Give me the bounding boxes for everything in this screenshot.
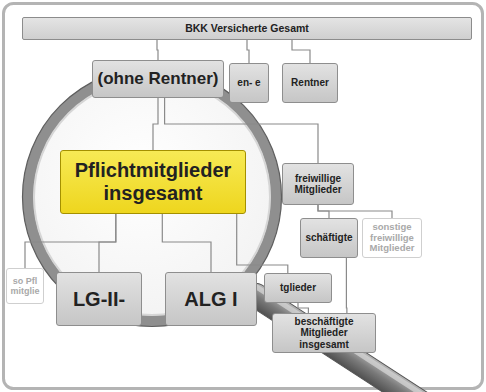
box-label: en- e — [237, 77, 260, 89]
group-box: beschäftigte Mitglieder insgesamt — [272, 313, 376, 353]
group-box: ALG I — [165, 272, 257, 326]
box-label: so Pfl mitglie — [11, 276, 40, 297]
tree-connector — [99, 214, 116, 272]
greyed-box: so Pfl mitglie — [6, 268, 44, 304]
root-bar: BKK Versicherte Gesamt — [22, 17, 472, 40]
tree-connector — [292, 40, 310, 63]
greyed-box: sonstige freiwillige Mitglieder — [362, 218, 422, 258]
box-label: Rentner — [291, 77, 329, 89]
tree-connector — [153, 98, 158, 150]
box-label: Pflichtmitglieder insgesamt — [65, 159, 241, 205]
group-box: en- e — [229, 63, 269, 103]
tree-connector — [298, 303, 308, 313]
box-label: freiwillige Mitglieder — [287, 173, 349, 196]
group-box: LG-II- — [56, 272, 142, 326]
tree-connector — [237, 214, 288, 273]
tree-connector — [346, 258, 348, 313]
frame — [4, 4, 483, 389]
group-box: (ohne Rentner) — [92, 60, 224, 98]
group-box: Rentner — [282, 63, 338, 103]
box-label: (ohne Rentner) — [98, 69, 219, 89]
lens-ring-outer — [23, 68, 282, 327]
tree-connector — [25, 214, 116, 268]
box-label: sonstige freiwillige Mitglieder — [367, 222, 417, 255]
box-label: LG-II- — [73, 288, 125, 311]
group-box: tglieder — [264, 273, 332, 303]
highlight-box: Pflichtmitglieder insgesamt — [60, 150, 246, 214]
tree-connector — [157, 40, 158, 60]
box-label: ALG I — [184, 288, 237, 311]
group-box: freiwillige Mitglieder — [282, 163, 354, 205]
tree-connector — [162, 214, 211, 272]
box-label: beschäftigte Mitglieder insgesamt — [277, 316, 371, 351]
group-box: schäftigte — [300, 218, 358, 258]
box-label: BKK Versicherte Gesamt — [185, 22, 309, 34]
box-label: tglieder — [280, 282, 316, 294]
tree-connector — [247, 40, 249, 63]
tree-connector — [318, 205, 392, 218]
box-label: schäftigte — [305, 232, 352, 244]
